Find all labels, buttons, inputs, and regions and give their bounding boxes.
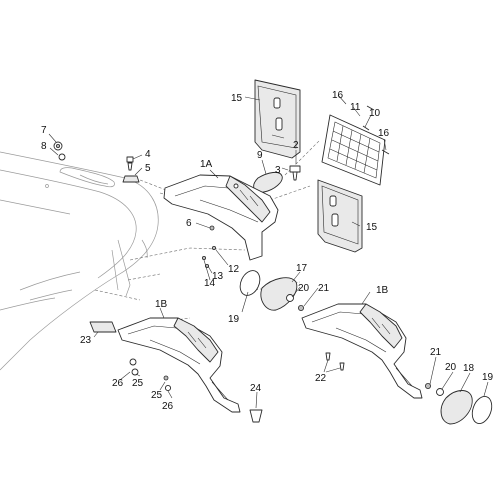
grid-10: [321, 114, 386, 186]
callout-4: 4: [145, 149, 151, 160]
panel-15-bottom: [317, 179, 363, 253]
callout-26-right: 26: [162, 401, 174, 412]
hardware-bottom: [129, 352, 493, 425]
callout-labels: 7 8 4 5 15 16 11 10 16 1A 9 2 3 15 6 12 …: [41, 90, 494, 412]
callout-5: 5: [145, 163, 151, 174]
callout-22: 22: [315, 373, 327, 384]
callout-10: 10: [369, 108, 381, 119]
callout-16-right: 16: [378, 128, 390, 139]
callout-1b-left: 1B: [155, 299, 168, 310]
callout-25-right: 25: [151, 390, 163, 401]
callout-18: 18: [463, 363, 475, 374]
callout-11: 11: [350, 102, 361, 113]
callout-3: 3: [275, 165, 281, 176]
callout-19-right: 19: [482, 372, 494, 383]
callout-16-top: 16: [332, 90, 344, 101]
callout-1a: 1A: [200, 159, 213, 170]
callout-21-mid: 21: [318, 283, 330, 294]
callout-17: 17: [296, 263, 308, 274]
callout-24: 24: [250, 383, 262, 394]
callout-20-mid: 20: [298, 283, 310, 294]
callout-12: 12: [228, 264, 240, 275]
callout-19-mid: 19: [228, 314, 240, 325]
callout-26-left: 26: [112, 378, 124, 389]
callout-2: 2: [293, 140, 299, 151]
bracket-1b-left: [89, 317, 241, 413]
hardware-top: [53, 105, 390, 193]
bracket-1b-right: [301, 303, 423, 399]
bracket-1a: [163, 174, 279, 261]
hardware-middle: [201, 225, 304, 311]
callout-13: 13: [212, 271, 224, 282]
callout-14: 14: [204, 278, 216, 289]
callout-15-bottom: 15: [366, 222, 378, 233]
callout-1b-right: 1B: [376, 285, 389, 296]
callout-15-top: 15: [231, 93, 243, 104]
callout-20-right: 20: [445, 362, 457, 373]
callout-7: 7: [41, 125, 47, 136]
callout-21-right: 21: [430, 347, 442, 358]
callout-9: 9: [257, 150, 263, 161]
scooter-body-outline: [0, 151, 159, 371]
callout-6: 6: [186, 218, 192, 229]
callout-23: 23: [80, 335, 92, 346]
panel-15-top: [254, 79, 301, 159]
leader-lines: [48, 94, 489, 409]
callout-8: 8: [41, 141, 47, 152]
callout-25-left: 25: [132, 378, 144, 389]
